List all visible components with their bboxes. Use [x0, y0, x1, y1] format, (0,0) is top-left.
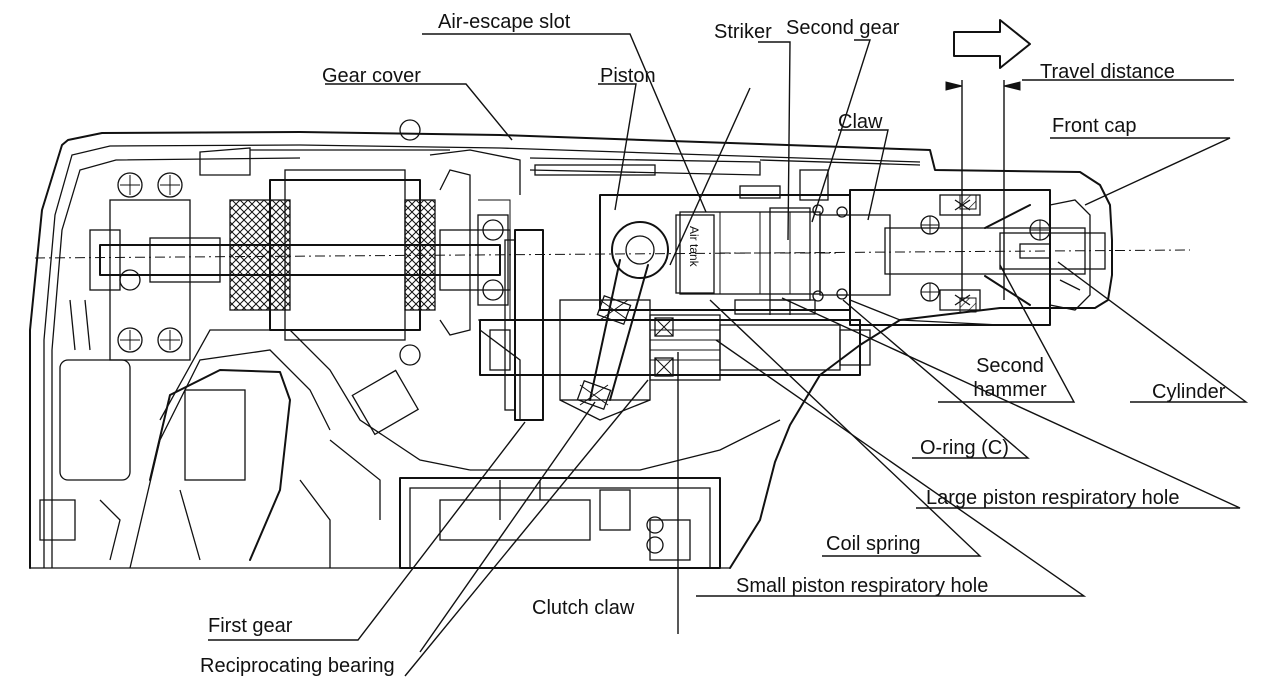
- label-reciprocating-bearing: Reciprocating bearing: [200, 655, 395, 677]
- label-first-gear: First gear: [208, 615, 293, 637]
- air-tank-label: Air tank: [687, 226, 701, 268]
- motor-upper-cover: [199, 147, 521, 420]
- label-second-hammer: Second hammer: [960, 354, 1060, 402]
- label-piston: Piston: [600, 65, 656, 87]
- label-second-hammer-line2: hammer: [973, 379, 1047, 401]
- cylinder-assembly: Air tank: [599, 169, 851, 315]
- leader-lines: [208, 33, 1249, 677]
- center-line: [34, 249, 1191, 259]
- label-travel-distance: Travel distance: [1040, 61, 1175, 83]
- label-gear-cover: Gear cover: [322, 65, 421, 87]
- label-air-escape-slot: Air-escape slot: [438, 11, 571, 33]
- label-o-ring-c: O-ring (C): [920, 437, 1009, 459]
- label-second-hammer-line1: Second: [976, 355, 1044, 377]
- gear-train: [479, 229, 871, 421]
- reciprocating-bearing-crank: [576, 221, 669, 411]
- label-striker: Striker: [714, 21, 772, 43]
- label-coil-spring: Coil spring: [826, 533, 921, 555]
- label-large-piston-respiratory-hole: Large piston respiratory hole: [926, 487, 1180, 509]
- label-front-cap: Front cap: [1052, 115, 1137, 137]
- label-small-piston-respiratory-hole: Small piston respiratory hole: [736, 575, 989, 597]
- motor: [89, 119, 511, 366]
- label-second-gear: Second gear: [786, 17, 900, 39]
- gear-cover-band: [529, 157, 921, 176]
- label-cylinder: Cylinder: [1152, 381, 1226, 403]
- handle-trigger-area: [39, 299, 420, 568]
- label-clutch-claw: Clutch claw: [532, 597, 635, 619]
- right-arrow-outline-icon: [953, 19, 1031, 69]
- label-claw: Claw: [838, 111, 883, 133]
